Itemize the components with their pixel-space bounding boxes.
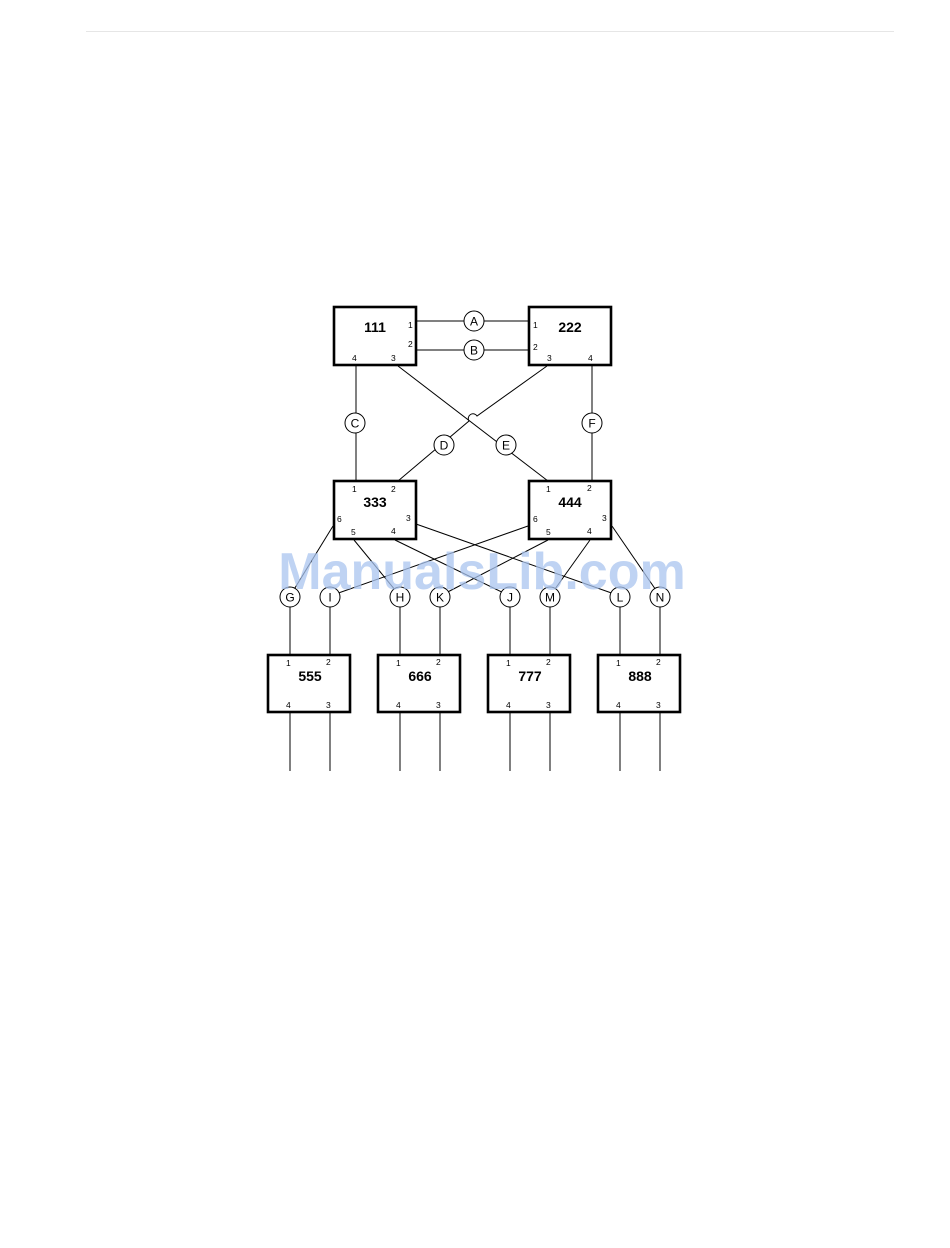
connection-c: C xyxy=(345,413,365,433)
box-777: 777 1 2 4 3 xyxy=(488,655,570,712)
port-label: 2 xyxy=(546,657,551,667)
svg-text:D: D xyxy=(440,439,449,453)
port-label: 4 xyxy=(396,700,401,710)
box-333: 333 1 2 6 3 5 4 xyxy=(334,481,416,539)
connection-f: F xyxy=(582,413,602,433)
box-555: 555 1 2 4 3 xyxy=(268,655,350,712)
port-label: 2 xyxy=(391,484,396,494)
port-label: 5 xyxy=(546,527,551,537)
port-label: 1 xyxy=(533,320,538,330)
port-label: 4 xyxy=(506,700,511,710)
port-label: 4 xyxy=(588,353,593,363)
port-label: 1 xyxy=(546,484,551,494)
svg-text:B: B xyxy=(470,344,478,358)
box-111-label: 111 xyxy=(364,319,386,335)
watermark: ManualsLib.com xyxy=(278,543,685,601)
port-label: 3 xyxy=(656,700,661,710)
port-label: 4 xyxy=(391,526,396,536)
port-label: 1 xyxy=(352,484,357,494)
port-label: 6 xyxy=(337,514,342,524)
port-label: 1 xyxy=(396,658,401,668)
port-label: 2 xyxy=(436,657,441,667)
connection-a: A xyxy=(464,311,484,331)
port-label: 6 xyxy=(533,514,538,524)
port-label: 3 xyxy=(547,353,552,363)
wire-e xyxy=(398,366,548,481)
box-111: 111 1 2 4 3 xyxy=(334,307,416,365)
svg-text:A: A xyxy=(470,315,478,329)
box-333-label: 333 xyxy=(363,494,387,510)
port-label: 3 xyxy=(602,513,607,523)
connection-d: D xyxy=(434,435,454,455)
box-222-label: 222 xyxy=(558,319,582,335)
connection-b: B xyxy=(464,340,484,360)
port-label: 1 xyxy=(506,658,511,668)
port-label: 4 xyxy=(587,526,592,536)
box-666-label: 666 xyxy=(408,668,432,684)
port-label: 3 xyxy=(436,700,441,710)
port-label: 2 xyxy=(408,339,413,349)
box-555-label: 555 xyxy=(298,668,322,684)
port-label: 2 xyxy=(587,483,592,493)
box-888-label: 888 xyxy=(628,668,652,684)
port-label: 1 xyxy=(616,658,621,668)
box-777-label: 777 xyxy=(518,668,542,684)
port-label: 1 xyxy=(408,320,413,330)
port-label: 4 xyxy=(286,700,291,710)
svg-text:F: F xyxy=(588,417,595,431)
port-label: 2 xyxy=(326,657,331,667)
box-888: 888 1 2 4 3 xyxy=(598,655,680,712)
port-label: 4 xyxy=(352,353,357,363)
box-666: 666 1 2 4 3 xyxy=(378,655,460,712)
box-444-label: 444 xyxy=(558,494,582,510)
port-label: 3 xyxy=(391,353,396,363)
port-label: 4 xyxy=(616,700,621,710)
port-label: 1 xyxy=(286,658,291,668)
box-444: 444 1 2 6 3 5 4 xyxy=(529,481,611,539)
port-label: 3 xyxy=(406,513,411,523)
port-label: 2 xyxy=(533,342,538,352)
svg-text:C: C xyxy=(351,417,360,431)
connection-e: E xyxy=(496,435,516,455)
svg-text:E: E xyxy=(502,439,510,453)
box-222: 222 1 2 3 4 xyxy=(529,307,611,365)
port-label: 3 xyxy=(326,700,331,710)
port-label: 3 xyxy=(546,700,551,710)
port-label: 5 xyxy=(351,527,356,537)
port-label: 2 xyxy=(656,657,661,667)
